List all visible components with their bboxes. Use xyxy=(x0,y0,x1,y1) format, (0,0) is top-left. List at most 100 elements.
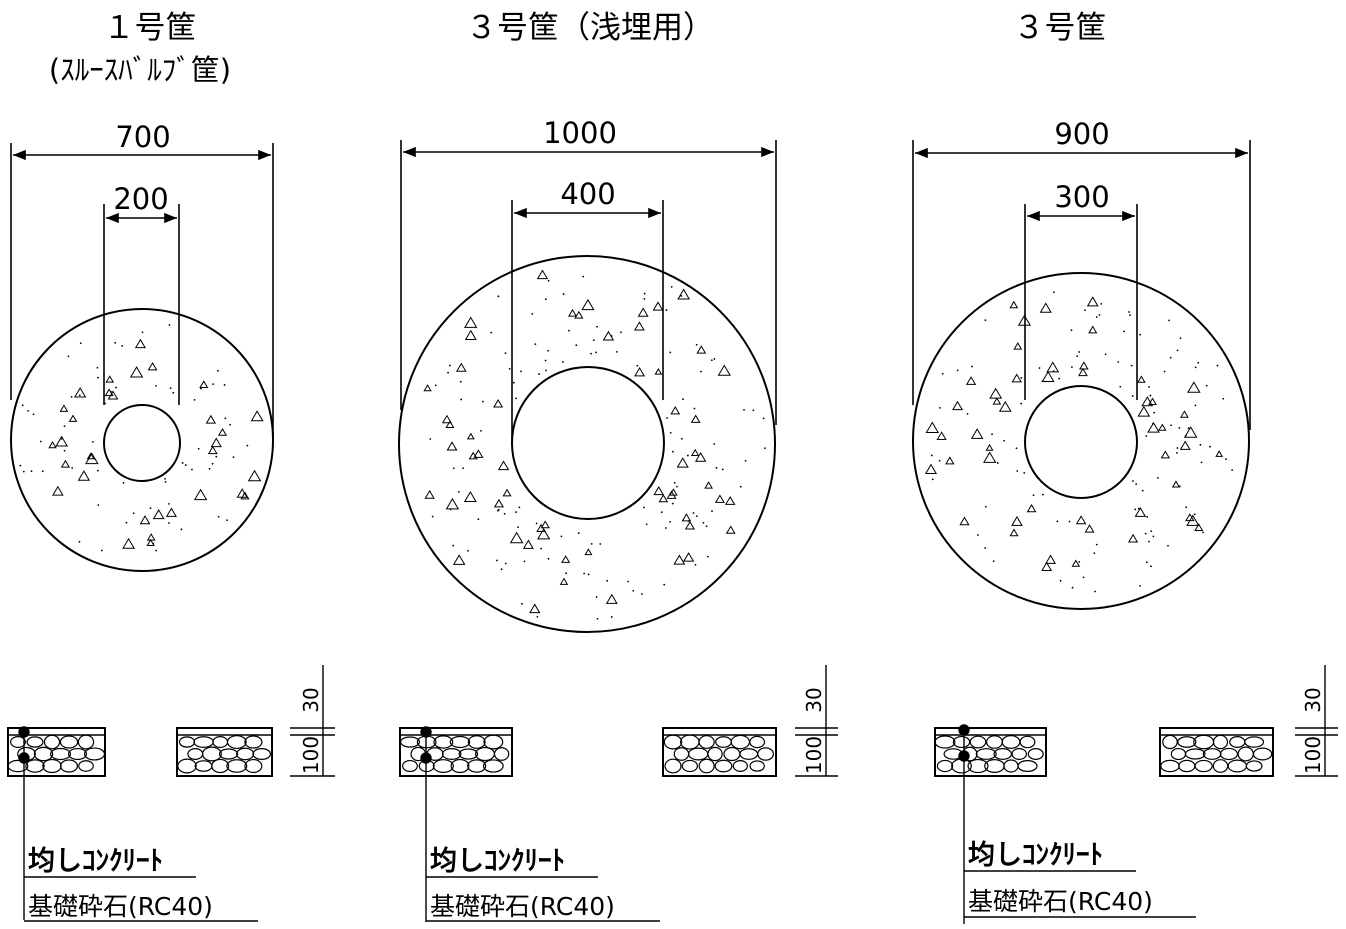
aggregate-dot xyxy=(1150,530,1153,532)
figure-1-top-layer-dim: 30 xyxy=(299,687,323,712)
gravel-stone xyxy=(77,734,95,750)
aggregate-dot xyxy=(467,550,469,552)
aggregate-dot xyxy=(583,572,586,575)
aggregate-dot xyxy=(1152,535,1155,538)
aggregate-dot xyxy=(545,369,547,372)
aggregate-mark xyxy=(690,448,700,457)
aggregate-dot xyxy=(636,364,639,367)
aggregate-dot xyxy=(1119,385,1122,388)
aggregate-dot xyxy=(431,515,434,518)
aggregate-mark xyxy=(936,431,947,441)
aggregate-dot xyxy=(1199,443,1202,446)
aggregate-dot xyxy=(91,440,94,443)
aggregate-mark xyxy=(567,308,578,317)
aggregate-dot xyxy=(1100,302,1103,305)
aggregate-dot xyxy=(96,469,99,472)
aggregate-dot xyxy=(1176,451,1178,454)
figure-1-gravel-label: 基礎砕石(RC40) xyxy=(28,892,213,921)
aggregate-mark xyxy=(139,515,151,525)
aggregate-dot xyxy=(984,505,987,508)
aggregate-dot xyxy=(534,343,537,346)
aggregate-dot xyxy=(1202,531,1204,534)
gravel-stone xyxy=(1027,748,1044,760)
figure-1-subtitle: (ｽﾙｰｽﾊﾞﾙﾌﾞ筐) xyxy=(49,53,231,87)
gravel-stone xyxy=(757,747,774,761)
gravel-stone xyxy=(698,735,715,749)
aggregate-dot xyxy=(540,547,543,550)
aggregate-dot xyxy=(577,532,580,535)
aggregate-mark xyxy=(717,364,731,376)
gravel-stone xyxy=(67,747,88,761)
aggregate-dot xyxy=(1070,329,1073,332)
aggregate-dot xyxy=(125,521,128,524)
aggregate-mark xyxy=(493,498,504,508)
aggregate-dot xyxy=(504,562,507,565)
aggregate-dot xyxy=(1016,470,1019,472)
aggregate-dot xyxy=(592,339,595,342)
aggregate-dot xyxy=(149,507,152,510)
aggregate-mark xyxy=(473,449,484,458)
aggregate-dot xyxy=(670,285,673,288)
aggregate-dot xyxy=(168,502,170,505)
aggregate-dot xyxy=(1152,422,1154,425)
aggregate-mark xyxy=(724,495,736,505)
aggregate-mark xyxy=(1078,367,1088,377)
aggregate-dot xyxy=(172,391,175,394)
aggregate-mark xyxy=(1039,302,1052,313)
aggregate-dot xyxy=(215,455,218,458)
aggregate-dot xyxy=(590,542,593,545)
aggregate-dot xyxy=(673,482,676,484)
gravel-stone xyxy=(698,758,715,774)
aggregate-mark xyxy=(1009,528,1019,537)
gravel-stone xyxy=(467,759,487,773)
aggregate-dot xyxy=(1178,485,1181,488)
gravel-stone xyxy=(10,736,26,748)
gravel-stone xyxy=(449,735,471,749)
aggregate-dot xyxy=(1137,507,1140,510)
aggregate-dot xyxy=(155,384,157,387)
aggregate-dot xyxy=(752,409,755,412)
aggregate-dot xyxy=(212,383,215,386)
aggregate-mark xyxy=(464,329,477,341)
aggregate-mark xyxy=(210,437,222,448)
aggregate-dot xyxy=(462,467,464,470)
aggregate-dot xyxy=(521,602,523,605)
aggregate-dot xyxy=(666,417,668,419)
aggregate-mark xyxy=(540,520,550,529)
aggregate-mark xyxy=(970,428,984,439)
aggregate-mark xyxy=(1086,296,1099,307)
aggregate-dot xyxy=(1145,561,1148,564)
aggregate-dot xyxy=(706,555,709,558)
aggregate-mark xyxy=(1186,514,1200,526)
figure-3-leader xyxy=(958,724,1196,924)
aggregate-mark xyxy=(673,554,686,565)
aggregate-mark xyxy=(1147,421,1160,433)
gravel-stone xyxy=(59,759,79,773)
aggregate-dot xyxy=(645,523,648,526)
aggregate-dot xyxy=(520,370,522,373)
aggregate-mark xyxy=(207,445,218,455)
aggregate-dot xyxy=(669,431,672,434)
aggregate-dot xyxy=(1020,377,1023,379)
aggregate-dot xyxy=(1187,427,1190,430)
aggregate-dot xyxy=(538,373,541,375)
aggregate-dot xyxy=(500,568,503,571)
aggregate-dot xyxy=(168,324,171,326)
aggregate-dot xyxy=(710,359,713,362)
aggregate-mark xyxy=(77,470,91,481)
aggregate-dot xyxy=(1056,520,1059,523)
aggregate-dot xyxy=(447,371,449,374)
aggregate-mark xyxy=(455,362,467,372)
aggregate-mark xyxy=(725,525,736,534)
gravel-stone xyxy=(26,736,44,748)
aggregate-dot xyxy=(547,279,550,282)
aggregate-dot xyxy=(1170,424,1172,427)
gravel-stone xyxy=(1019,735,1036,749)
aggregate-dot xyxy=(30,470,33,473)
figure-2-base-layer-dim: 100 xyxy=(802,736,826,774)
aggregate-dot xyxy=(992,560,995,563)
gravel-stone xyxy=(1245,760,1263,772)
figure-2-gravel-label: 基礎砕石(RC40) xyxy=(430,892,615,921)
aggregate-dot xyxy=(568,329,570,332)
aggregate-mark xyxy=(60,459,71,468)
